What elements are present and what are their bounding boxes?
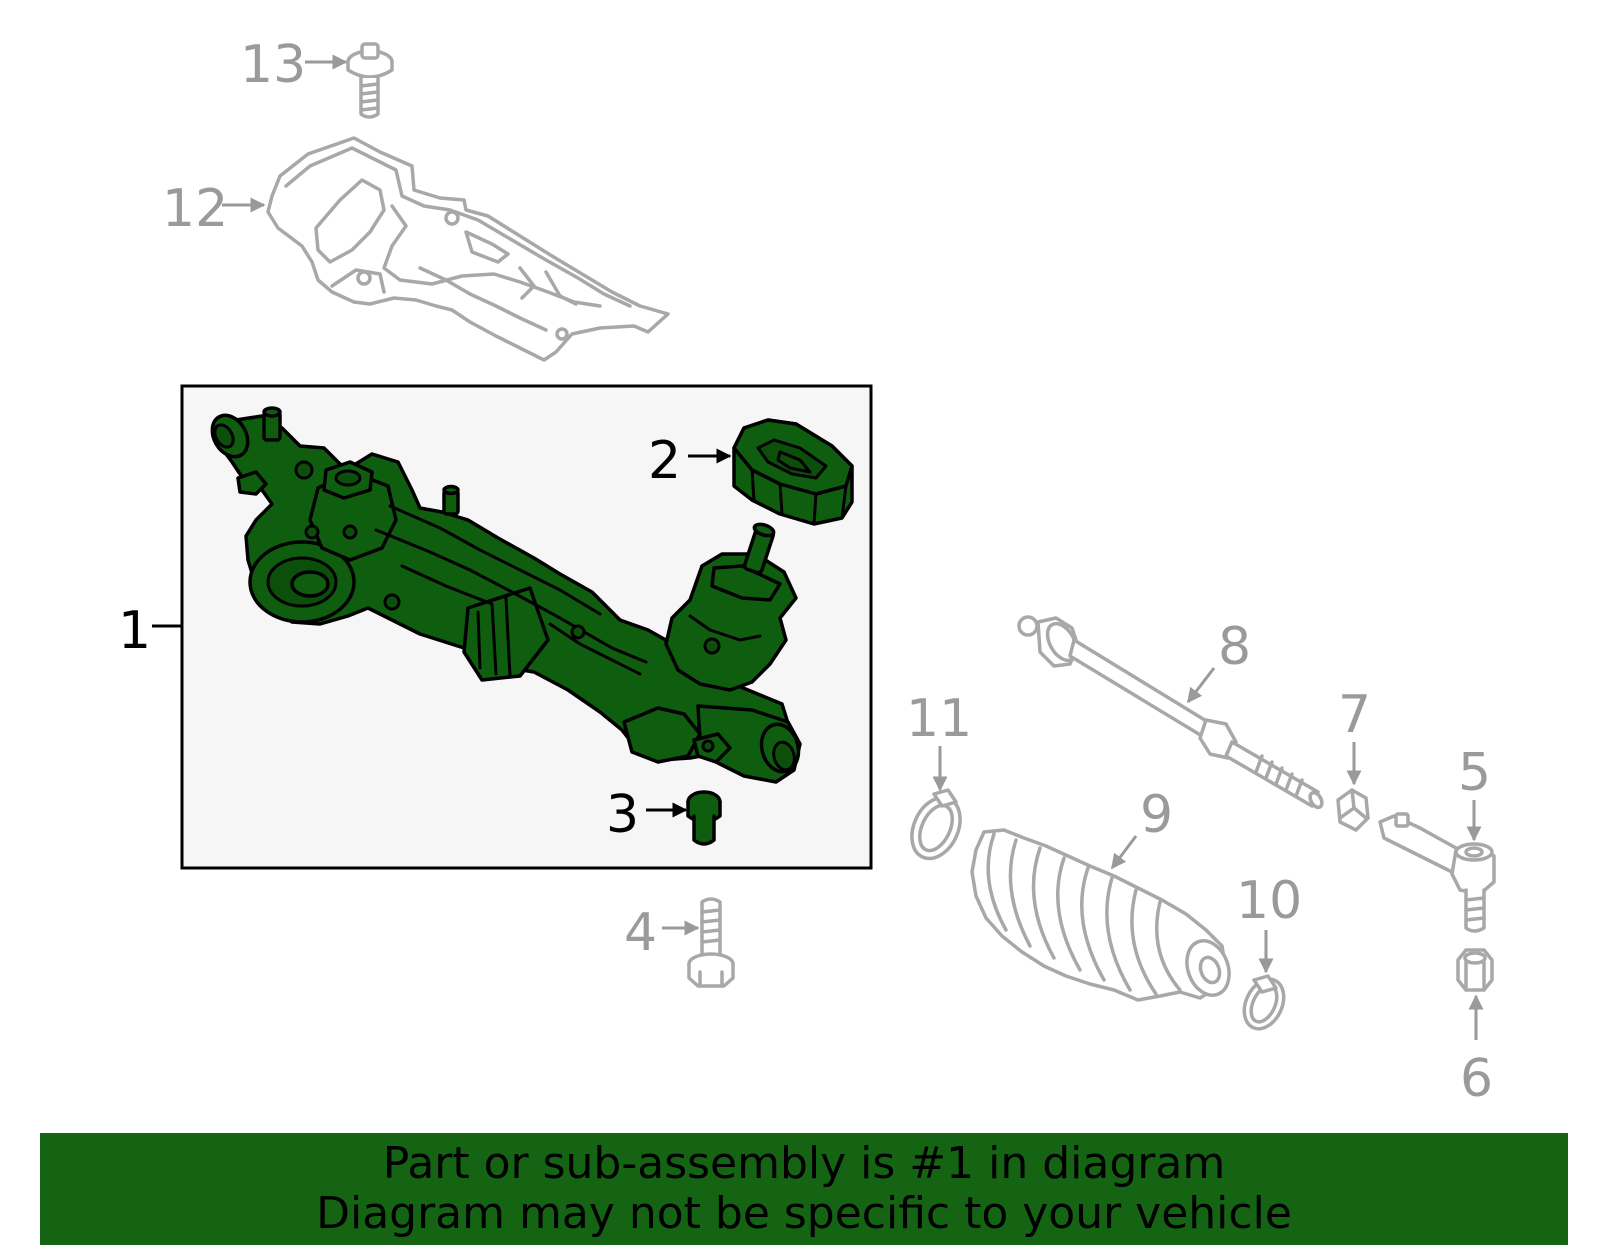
callout-8: 8 [1218,617,1251,677]
part-10-clamp [1242,974,1286,1031]
callout-13: 13 [240,35,306,95]
banner-line-1: Part or sub-assembly is #1 in diagram [382,1138,1226,1189]
callout-1: 1 [118,601,151,661]
info-banner: Part or sub-assembly is #1 in diagram Di… [40,1133,1568,1245]
part-13-bolt [346,42,394,119]
part-4-bolt [687,897,735,988]
part-12-heat-shield [266,136,670,362]
part-9-bellows-boot [970,828,1231,1002]
part-11-clamp [910,788,962,861]
callout-3: 3 [606,785,639,845]
part-1-steering-gear [210,406,802,784]
callout-4: 4 [624,903,657,963]
part-7-jam-nut [1336,788,1370,832]
part-2-insulator [732,418,854,526]
callout-2: 2 [648,431,681,491]
leader-8 [1186,667,1216,704]
banner-line-2: Diagram may not be specific to your vehi… [316,1188,1292,1239]
callout-5: 5 [1458,743,1491,803]
leader-9 [1110,835,1138,870]
part-3-plug [686,790,722,846]
part-6-nut [1456,948,1494,992]
callout-7: 7 [1338,685,1371,745]
callout-12: 12 [162,179,228,239]
callout-6: 6 [1460,1049,1493,1109]
part-5-outer-tie-rod-end [1378,812,1496,933]
callout-9: 9 [1140,785,1173,845]
callout-10: 10 [1236,871,1302,931]
part-8-inner-tie-rod [1017,615,1324,810]
callout-11: 11 [906,689,972,749]
